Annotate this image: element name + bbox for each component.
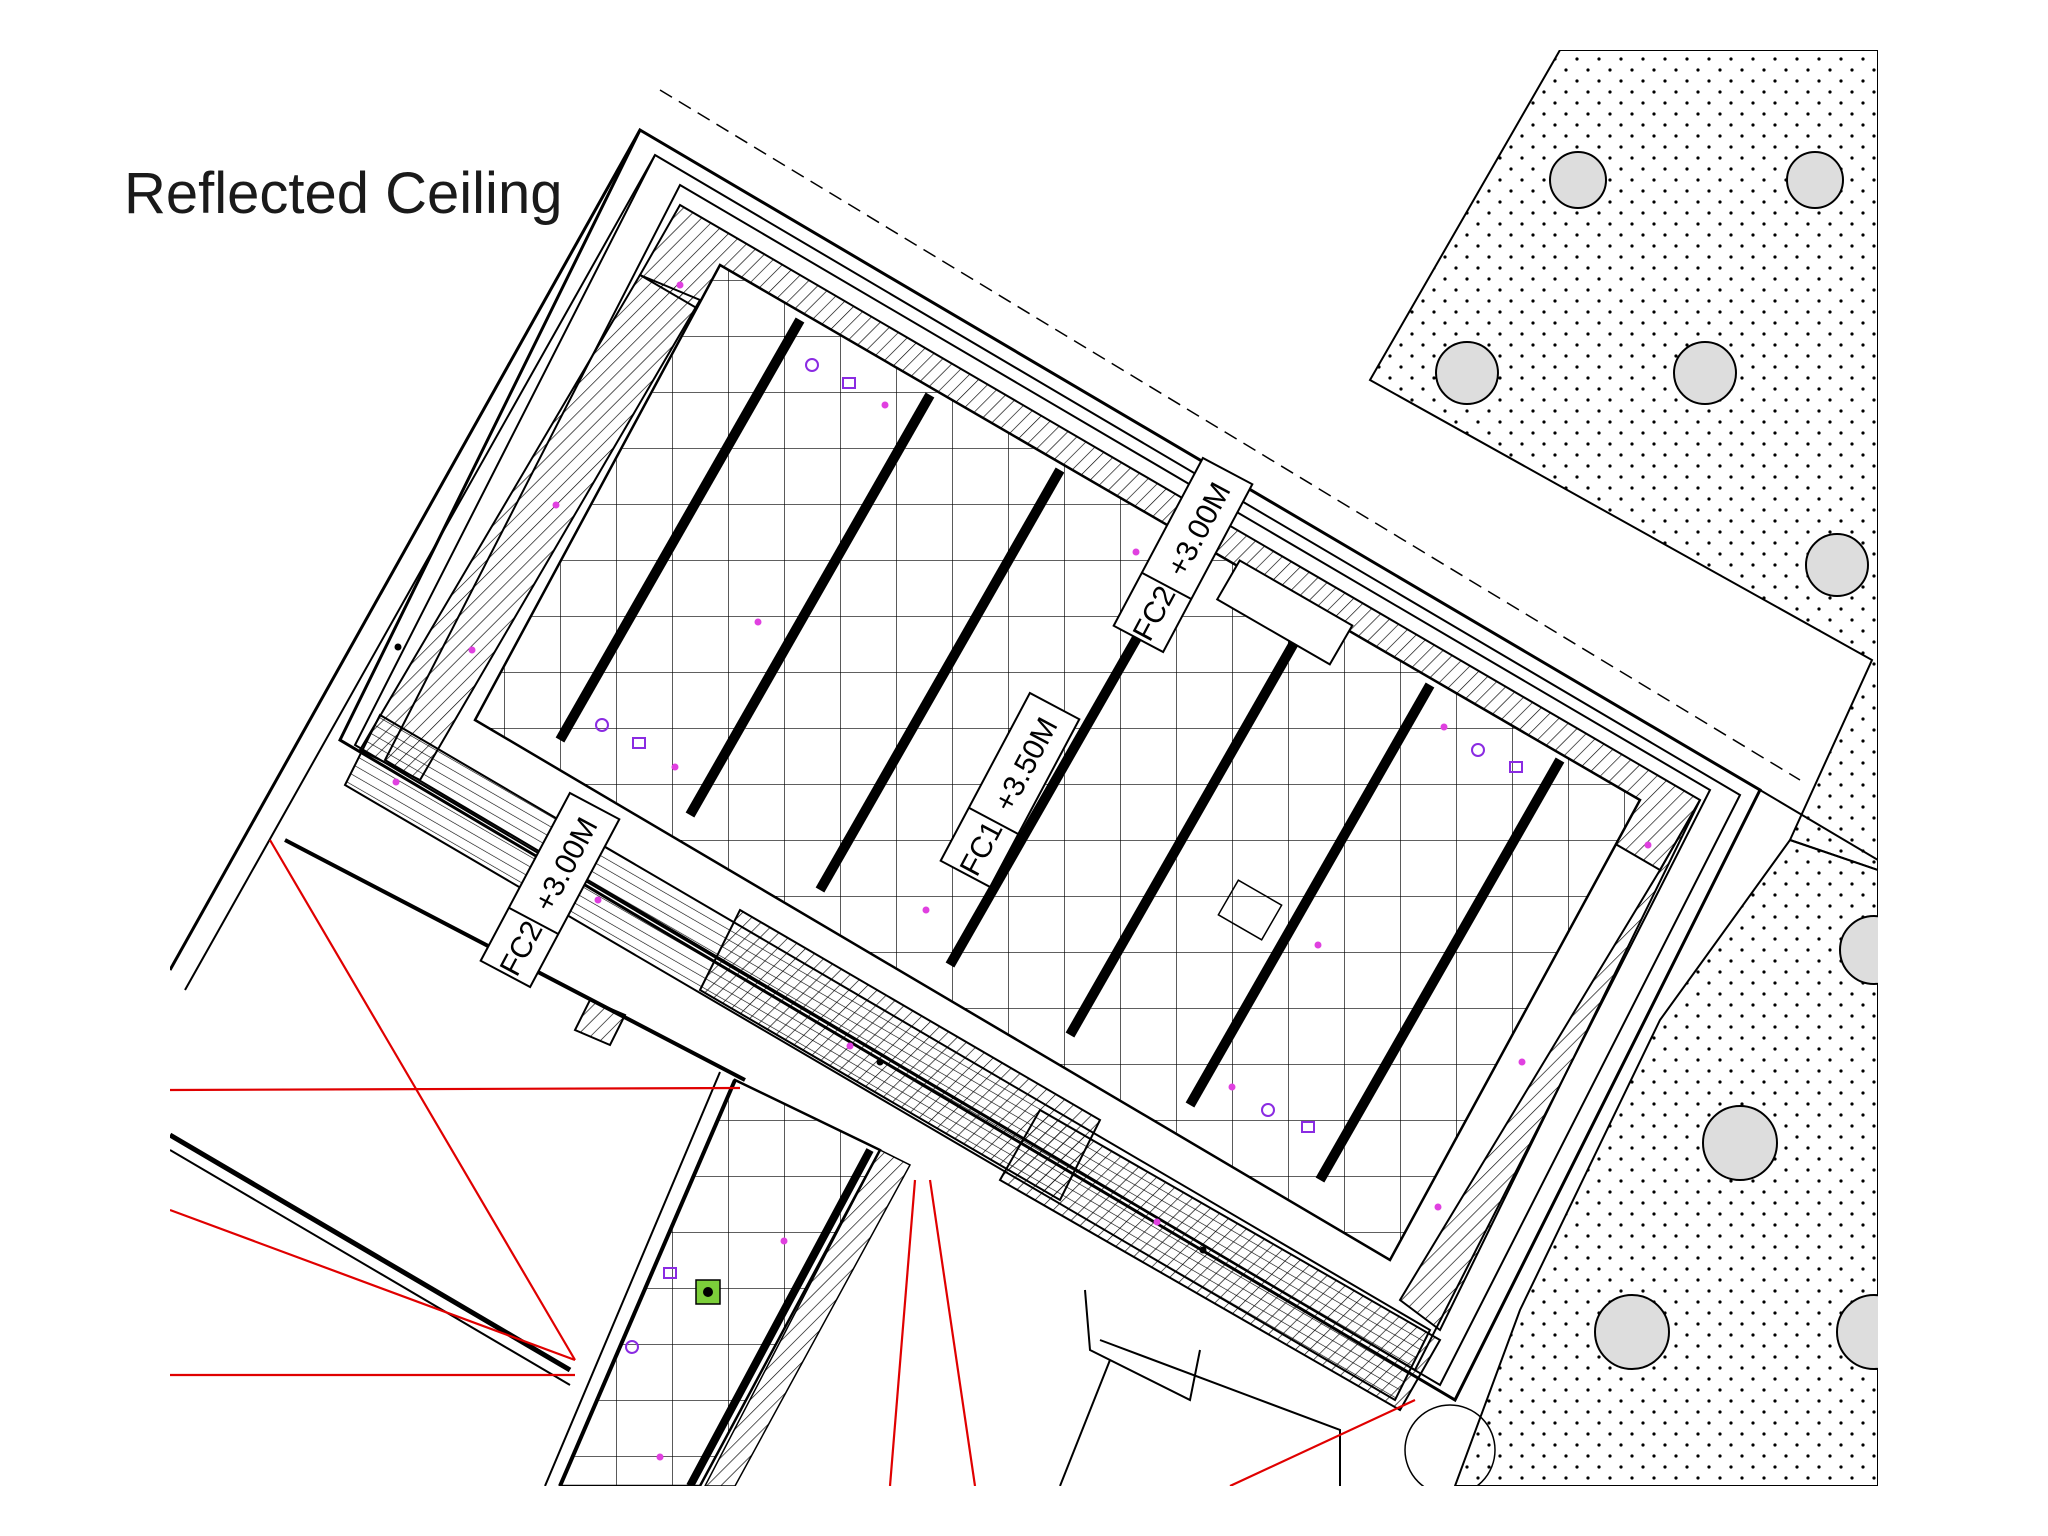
ceiling-tag-fc1: FC1 +3.50M [939, 691, 1081, 889]
section-lines [170, 839, 1416, 1486]
access-panel [1217, 879, 1283, 941]
corridor-grid-ceiling [558, 1078, 912, 1486]
planter-circles [1435, 151, 1878, 1370]
page-title: Reflected Ceiling [124, 161, 563, 226]
light-fixtures [392, 281, 1652, 1461]
sprinkler-highlight [695, 1279, 721, 1305]
device-symbols [595, 358, 1523, 1354]
stair-symbol [1404, 1404, 1496, 1486]
roof-edge-dashed [659, 89, 1801, 781]
skylight-panel [1215, 559, 1354, 666]
lower-soffit-band [343, 713, 1442, 1412]
ceiling-points [394, 643, 1207, 1254]
ceiling-tag-fc2-top: FC2 +3.00M [1112, 456, 1254, 654]
exterior-paving [1368, 50, 1878, 1486]
